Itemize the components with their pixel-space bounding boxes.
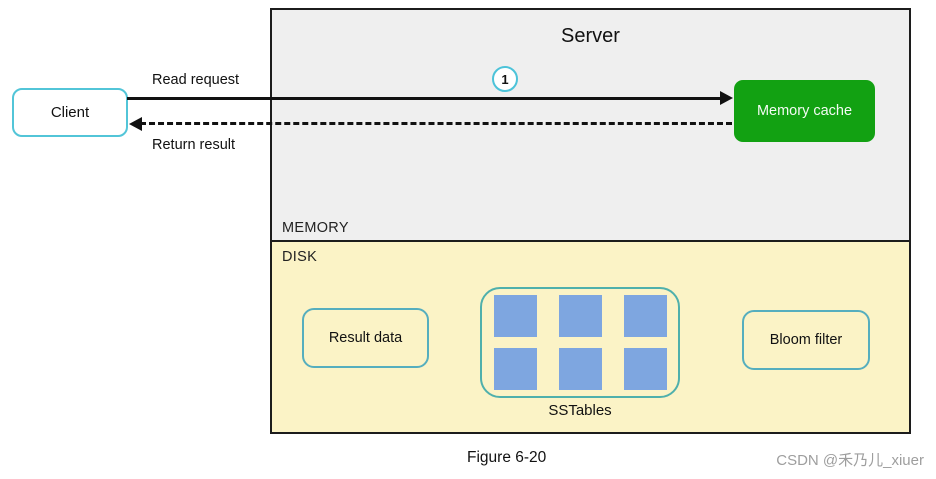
read-request-arrow-line	[127, 97, 722, 100]
disk-section	[270, 242, 911, 434]
figure-caption: Figure 6-20	[467, 449, 547, 466]
memory-cache-box: Memory cache	[734, 80, 875, 142]
disk-label: DISK	[282, 249, 318, 265]
return-result-arrow-line	[140, 122, 732, 125]
sstable-square	[558, 295, 602, 337]
sstable-square	[493, 348, 537, 390]
result-data-box: Result data	[302, 308, 429, 368]
return-result-label: Return result	[152, 137, 236, 153]
sstable-square	[493, 295, 537, 337]
memory-disk-divider	[270, 240, 911, 242]
client-box: Client	[12, 88, 128, 137]
memory-cache-label: Memory cache	[756, 103, 853, 119]
sstable-square	[623, 295, 667, 337]
sstable-square	[558, 348, 602, 390]
bloom-filter-box: Bloom filter	[742, 310, 870, 370]
sstable-square	[623, 348, 667, 390]
step-1-badge: 1	[492, 66, 518, 92]
sstables-label: SSTables	[548, 402, 612, 419]
memory-label: MEMORY	[282, 220, 349, 236]
server-title: Server	[561, 25, 620, 47]
client-label: Client	[50, 104, 90, 121]
csdn-watermark: CSDN @禾乃儿_xiuer	[776, 452, 924, 469]
read-request-label: Read request	[152, 72, 240, 88]
result-data-label: Result data	[328, 330, 403, 346]
sstables-group	[480, 287, 680, 398]
return-result-arrowhead-icon	[129, 117, 142, 131]
bloom-filter-label: Bloom filter	[769, 332, 843, 348]
read-request-arrowhead-icon	[720, 91, 733, 105]
